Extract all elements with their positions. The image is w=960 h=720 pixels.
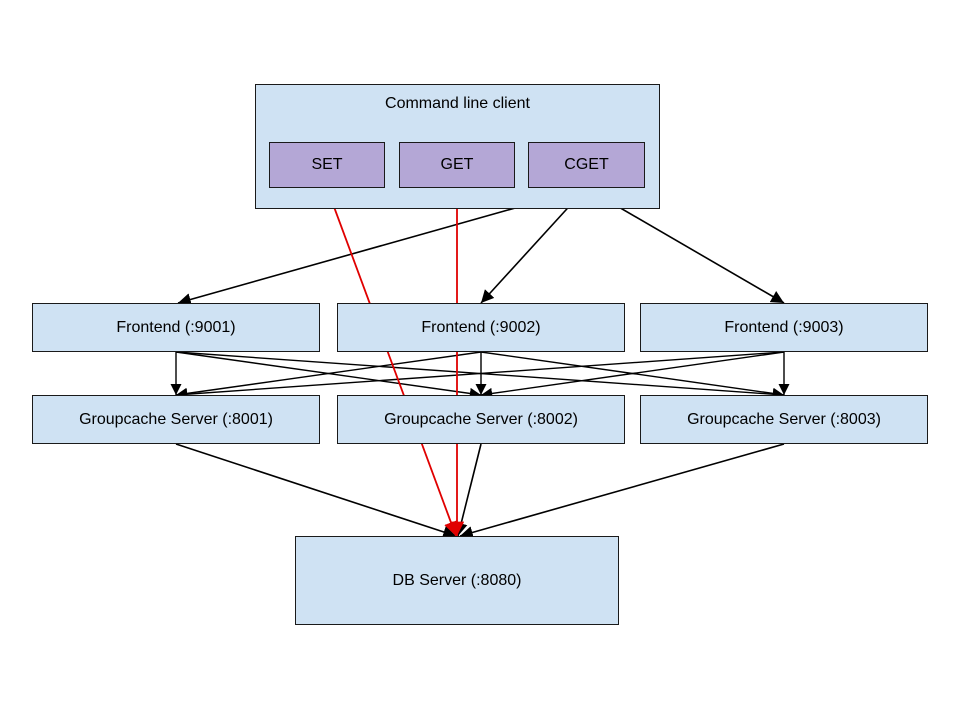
frontend-9002-box: Frontend (:9002)	[337, 303, 625, 352]
groupcache-8003-box: Groupcache Server (:8003)	[640, 395, 928, 444]
edge-gc-8003-db	[459, 443, 785, 539]
frontend-9001-box: Frontend (:9001)	[32, 303, 320, 352]
frontend-9003-box: Frontend (:9003)	[640, 303, 928, 352]
cget-command-label: CGET	[564, 156, 609, 173]
groupcache-8002-label: Groupcache Server (:8002)	[384, 410, 578, 428]
edge-gc-8002-db	[454, 443, 482, 537]
groupcache-8003-label: Groupcache Server (:8003)	[687, 410, 881, 428]
get-command-box[interactable]: GET	[399, 142, 515, 188]
get-command-label: GET	[440, 156, 474, 173]
edge-gc-8001-db	[175, 443, 457, 539]
frontend-9003-label: Frontend (:9003)	[724, 318, 844, 336]
frontend-9002-label: Frontend (:9002)	[421, 318, 541, 336]
db-server-box: DB Server (:8080)	[295, 536, 619, 625]
edge-set-db	[326, 187, 458, 537]
set-command-label: SET	[311, 156, 343, 173]
groupcache-8001-box: Groupcache Server (:8001)	[32, 395, 320, 444]
set-command-box[interactable]: SET	[269, 142, 385, 188]
client-title: Command line client	[385, 95, 530, 112]
db-server-label: DB Server (:8080)	[392, 571, 522, 589]
edge-frontend-9003-gc-8002	[480, 351, 785, 399]
edge-frontend-9002-gc-8001	[175, 351, 482, 399]
edge-frontend-9003-gc-8001	[175, 351, 785, 400]
frontend-9001-label: Frontend (:9001)	[116, 318, 236, 336]
groupcache-8002-box: Groupcache Server (:8002)	[337, 395, 625, 444]
groupcache-8001-label: Groupcache Server (:8001)	[79, 410, 273, 428]
cget-command-box[interactable]: CGET	[528, 142, 645, 188]
